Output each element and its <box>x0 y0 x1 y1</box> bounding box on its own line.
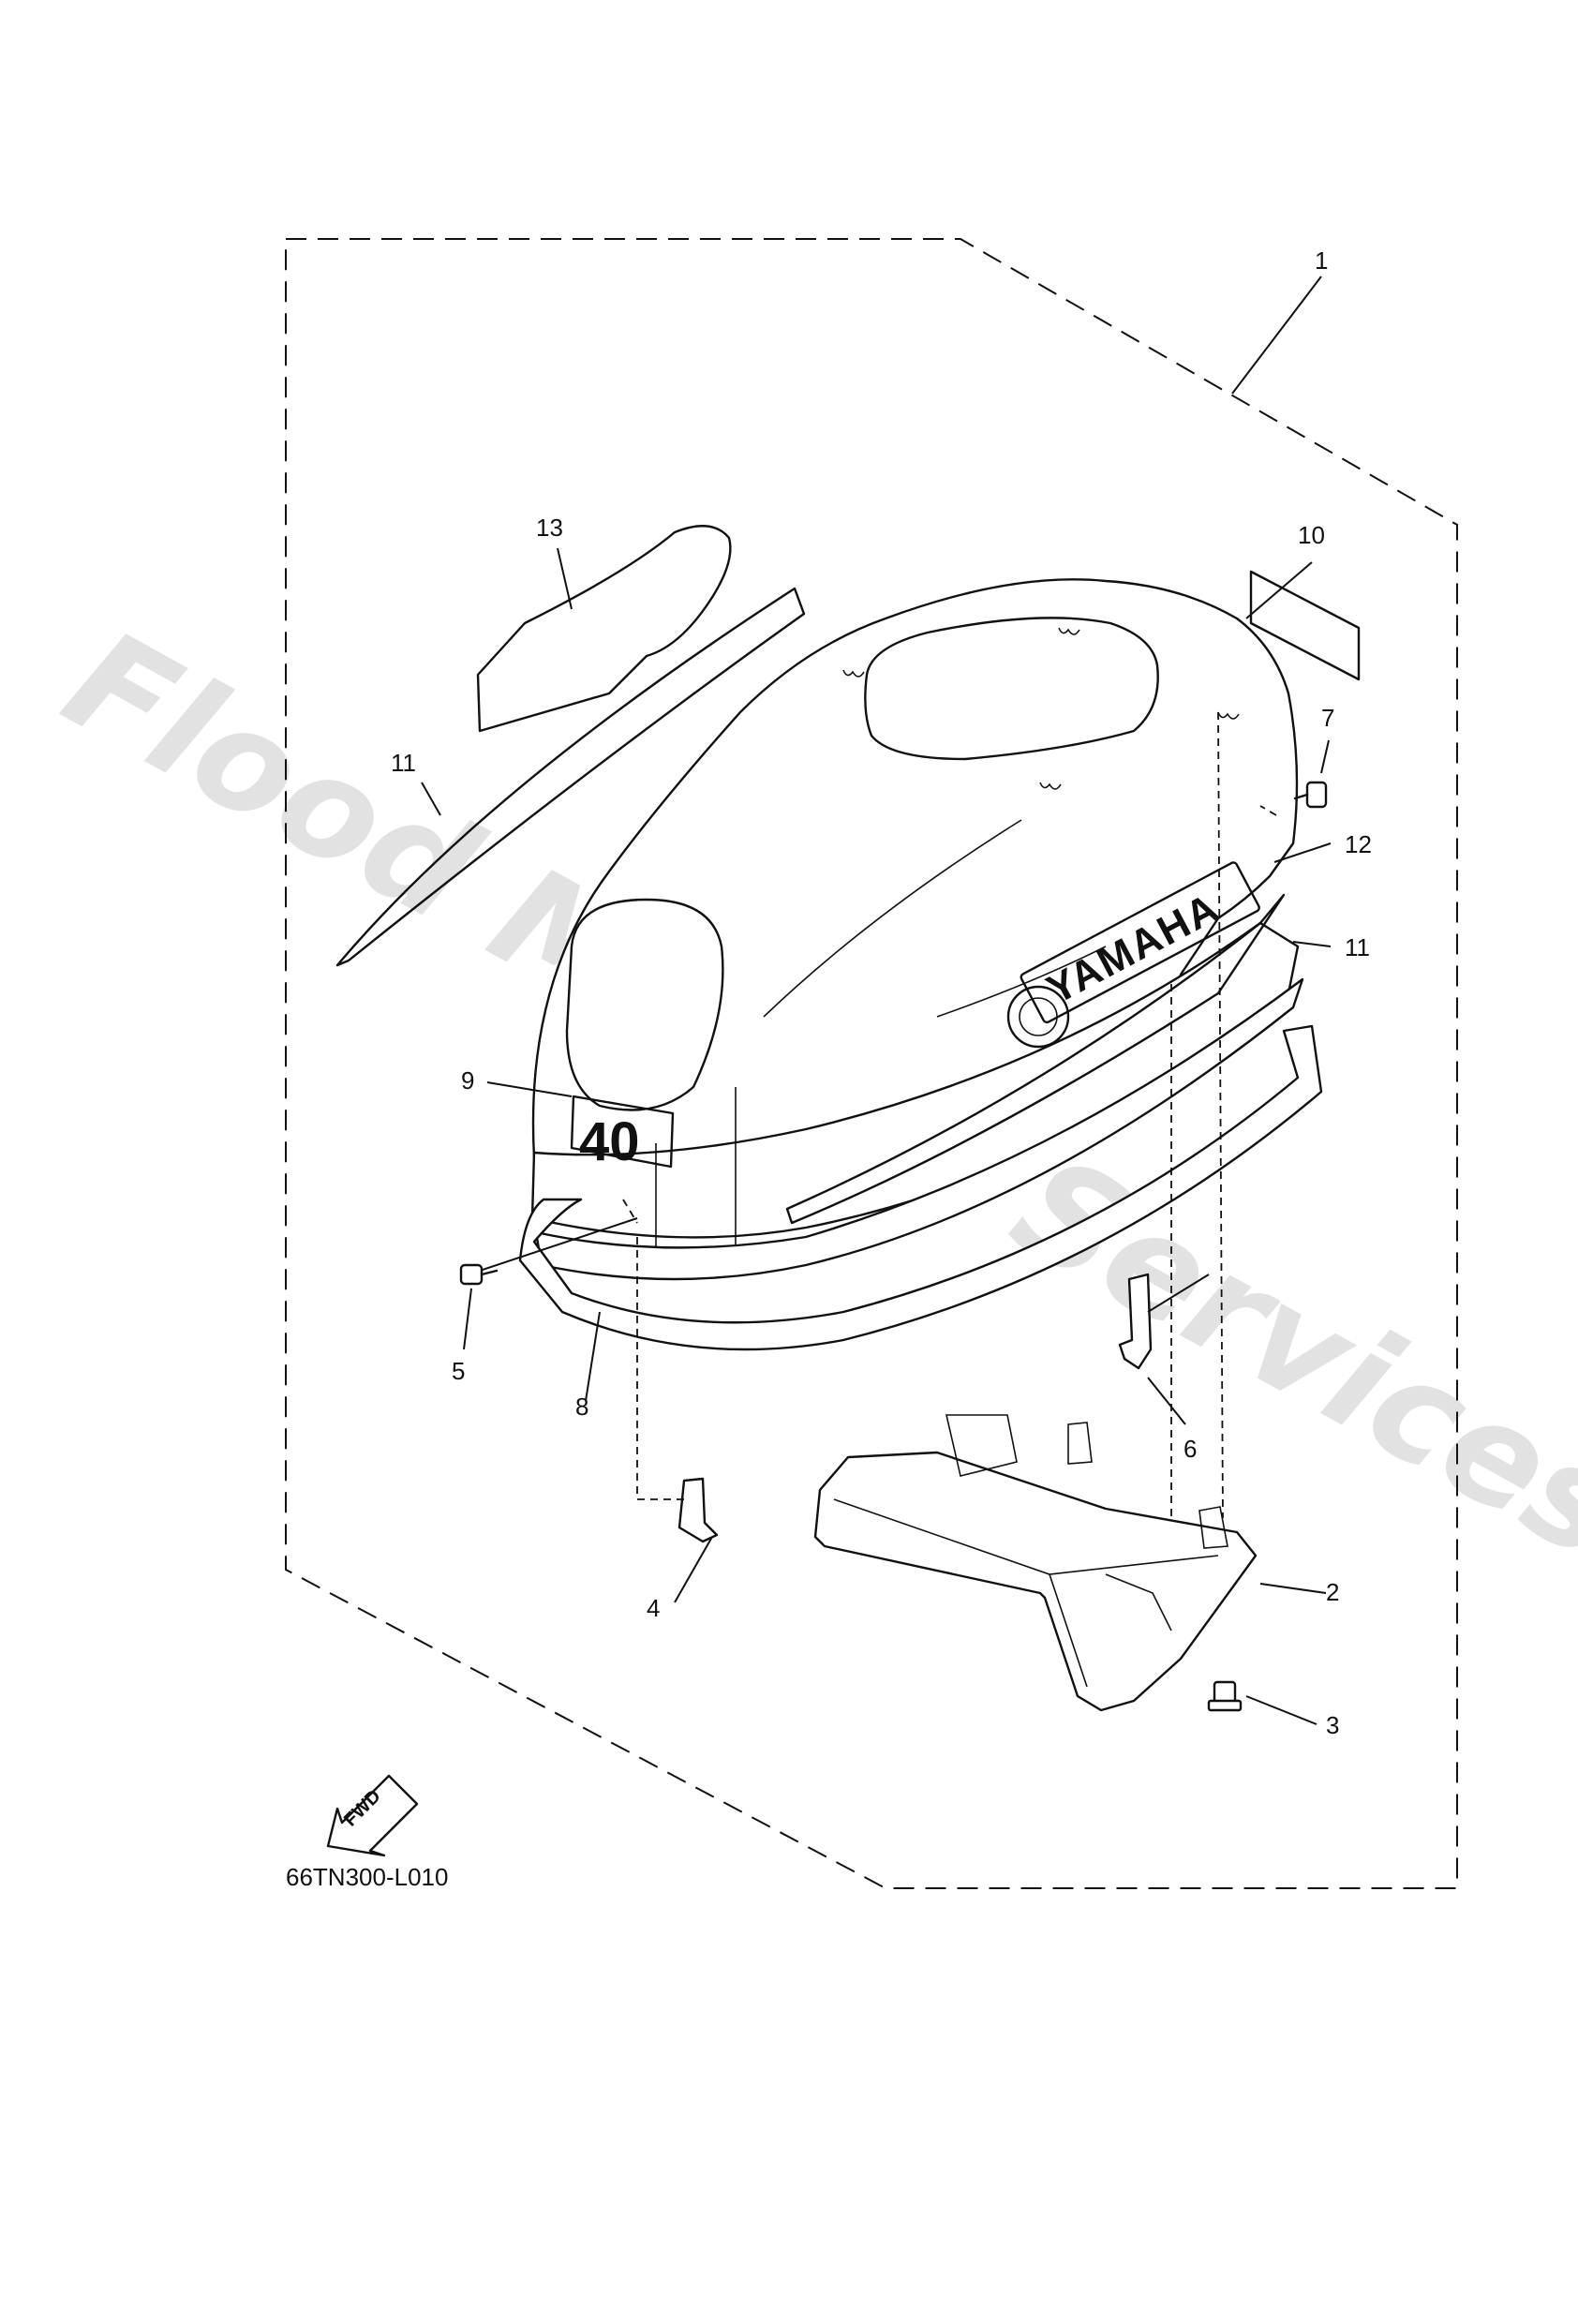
callout-1: 1 <box>1315 246 1328 275</box>
leader-7 <box>1320 739 1330 774</box>
leader-12 <box>1273 842 1332 863</box>
screw-5-axis <box>468 1217 638 1275</box>
leader-10 <box>1245 561 1313 619</box>
leader-13 <box>557 547 573 610</box>
leader-11-left <box>421 782 441 816</box>
bolt-7-path <box>1259 805 1277 816</box>
leader-5 <box>463 1288 472 1350</box>
leader-11-right <box>1292 941 1332 947</box>
bottom-cowling-2 <box>813 1414 1258 1712</box>
callout-2: 2 <box>1326 1578 1339 1606</box>
callout-9: 9 <box>461 1066 474 1095</box>
callout-10: 10 <box>1298 521 1325 549</box>
bolt-7 <box>1293 781 1328 809</box>
leader-2 <box>1259 1583 1327 1594</box>
callout-11-right: 11 <box>1345 933 1370 961</box>
callout-3: 3 <box>1326 1711 1339 1739</box>
leader-6 <box>1147 1377 1186 1425</box>
yamaha-emblem <box>1006 985 1070 1049</box>
decal-stripe-11-left <box>335 587 806 967</box>
rubber-seal-8 <box>518 1024 1323 1351</box>
callout-8: 8 <box>575 1393 588 1421</box>
hp-decal-text: 40 <box>579 1111 640 1172</box>
callout-7: 7 <box>1321 704 1334 732</box>
bolt-3-path <box>1217 711 1224 1519</box>
fwd-label: FWD <box>340 1786 385 1831</box>
callout-11-left: 11 <box>391 749 416 777</box>
yamaha-emblem-inner <box>1019 997 1058 1036</box>
drawing-code: 66TN300-L010 <box>286 1863 448 1891</box>
hp-decal-9: 40 <box>570 1095 675 1172</box>
bracket-4 <box>636 1237 719 1543</box>
screw-5-path <box>622 1199 638 1224</box>
decal-stripe-11-right <box>785 893 1286 1225</box>
callout-4: 4 <box>647 1594 660 1622</box>
callout-6: 6 <box>1184 1435 1197 1463</box>
fwd-arrow: FWD <box>326 1774 419 1857</box>
decal-10 <box>1249 570 1361 681</box>
leader-3 <box>1245 1695 1317 1725</box>
callout-13: 13 <box>536 514 563 542</box>
screw-5 <box>459 1263 499 1286</box>
decal-13 <box>476 525 732 733</box>
bracket-6 <box>1118 1273 1210 1370</box>
callout-12: 12 <box>1345 830 1372 858</box>
bolt-3 <box>1207 1680 1243 1712</box>
assembly-boundary <box>285 238 1458 1889</box>
leader-9 <box>486 1081 573 1097</box>
callout-5: 5 <box>452 1357 465 1385</box>
top-cowling <box>530 578 1304 1281</box>
leader-4 <box>674 1536 713 1603</box>
leader-1 <box>1231 276 1322 395</box>
leader-8 <box>585 1311 601 1402</box>
